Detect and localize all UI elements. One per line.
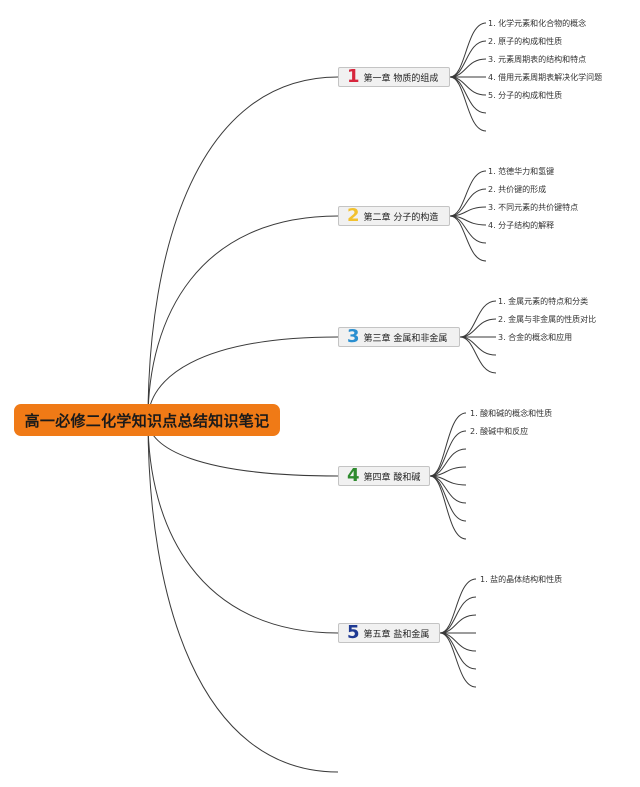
chapter-2-branch-5 xyxy=(449,215,487,244)
chapter-5-branch-7 xyxy=(439,632,477,688)
chapter-3-label: 第三章 金属和非金属 xyxy=(363,333,448,344)
chapter-3-item-2[interactable]: 2. 金属与非金属的性质对比 xyxy=(498,315,597,324)
chapter-5-item-1[interactable]: 1. 盐的晶体结构和性质 xyxy=(480,575,563,584)
chapter-2-item-4[interactable]: 4. 分子结构的解释 xyxy=(488,221,555,230)
chapter-3-branch-2 xyxy=(459,318,497,338)
root-branch-5 xyxy=(147,419,339,634)
chapter-5-label: 第五章 盐和金属 xyxy=(363,629,430,640)
root-topic[interactable]: 高一必修二化学知识点总结知识笔记 xyxy=(14,404,280,436)
chapter-2-item-3[interactable]: 3. 不同元素的共价键特点 xyxy=(488,203,579,212)
chapter-2-label: 第二章 分子的构造 xyxy=(363,212,439,223)
chapter-1-node[interactable]: 1 第一章 物质的组成 xyxy=(338,67,450,87)
chapter-1-branch-1 xyxy=(449,22,487,78)
root-title: 高一必修二化学知识点总结知识笔记 xyxy=(24,411,270,430)
chapter-2-branch-1 xyxy=(449,170,487,217)
chapter-4-item-2[interactable]: 2. 酸碱中和反应 xyxy=(470,427,529,436)
chapter-2-item-2[interactable]: 2. 共价键的形成 xyxy=(488,185,547,194)
chapter-1-branch-7 xyxy=(449,76,487,132)
chapter-1-item-3[interactable]: 3. 元素周期表的结构和特点 xyxy=(488,55,587,64)
chapter-1-number: 1 xyxy=(347,66,360,87)
root-branch-2 xyxy=(147,215,339,421)
chapter-1-branch-3 xyxy=(449,58,487,78)
chapter-3-item-3[interactable]: 3. 合金的概念和应用 xyxy=(498,333,573,342)
chapter-3-item-1[interactable]: 1. 金属元素的特点和分类 xyxy=(498,297,589,306)
chapter-4-node[interactable]: 4 第四章 酸和碱 xyxy=(338,466,430,486)
chapter-4-branch-2 xyxy=(429,430,467,477)
chapter-4-branch-8 xyxy=(429,475,467,540)
chapter-1-item-2[interactable]: 2. 原子的构成和性质 xyxy=(488,37,563,46)
chapter-3-branch-1 xyxy=(459,300,497,338)
chapter-1-item-4[interactable]: 4. 借用元素周期表解决化学问题 xyxy=(488,73,603,82)
chapter-4-number: 4 xyxy=(347,465,360,486)
chapter-2-item-1[interactable]: 1. 范德华力和氢键 xyxy=(488,167,555,176)
chapter-5-branch-3 xyxy=(439,614,477,634)
chapter-3-number: 3 xyxy=(347,326,360,347)
chapter-4-item-1[interactable]: 1. 酸和碱的概念和性质 xyxy=(470,409,553,418)
chapter-4-branch-3 xyxy=(429,448,467,477)
root-branch-6 xyxy=(147,419,339,773)
chapter-2-branch-6 xyxy=(449,215,487,262)
chapter-3-branch-4 xyxy=(459,336,497,356)
chapter-4-branch-6 xyxy=(429,475,467,504)
chapter-2-number: 2 xyxy=(347,205,360,226)
chapter-4-branch-7 xyxy=(429,475,467,522)
chapter-3-node[interactable]: 3 第三章 金属和非金属 xyxy=(338,327,460,347)
chapter-5-branch-2 xyxy=(439,596,477,634)
chapter-5-number: 5 xyxy=(347,622,360,643)
chapter-4-label: 第四章 酸和碱 xyxy=(363,472,421,483)
chapter-2-node[interactable]: 2 第二章 分子的构造 xyxy=(338,206,450,226)
chapter-1-branch-2 xyxy=(449,40,487,78)
chapter-2-branch-2 xyxy=(449,188,487,217)
root-branch-1 xyxy=(147,76,339,421)
chapter-5-branch-1 xyxy=(439,578,477,634)
chapter-1-item-1[interactable]: 1. 化学元素和化合物的概念 xyxy=(488,19,587,28)
chapter-5-node[interactable]: 5 第五章 盐和金属 xyxy=(338,623,440,643)
chapter-3-branch-5 xyxy=(459,336,497,374)
chapter-1-item-5[interactable]: 5. 分子的构成和性质 xyxy=(488,91,563,100)
chapter-4-branch-1 xyxy=(429,412,467,477)
chapter-1-label: 第一章 物质的组成 xyxy=(363,73,439,84)
